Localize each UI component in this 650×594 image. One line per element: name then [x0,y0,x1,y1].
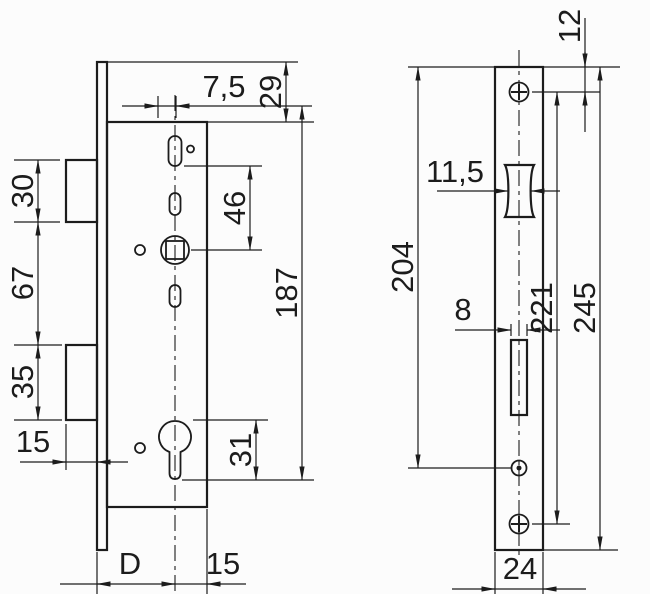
spindle-hole-front [510,459,528,477]
dim-case-height: 187 [269,267,304,319]
dim-plate-top-to-case: 29 [253,75,288,109]
dim-latch-to-bolt: 67 [5,266,40,300]
screw-bottom-cross-icon [511,516,527,532]
follower-circle [160,235,190,265]
upper-oval-hole [168,192,182,216]
dim-top-to-screw: 12 [552,9,587,43]
dim-plate-width: 24 [503,551,537,586]
dim-slot-to-follower: 46 [217,191,252,225]
lock-case-body [105,120,209,509]
latch-bolt [64,158,99,224]
dim-cylinder-cutout: 31 [223,433,258,467]
dim-latch-height: 30 [5,174,40,208]
faceplate-side [95,60,109,552]
pin-hole [186,144,195,154]
screw-top-cross-icon [511,84,527,100]
follower-square-spindle [165,240,185,260]
screw-top [508,81,530,103]
dim-backset: D [119,546,141,581]
latch-cutout [503,163,536,219]
dim-follower-to-back: 15 [206,546,240,581]
screw-bottom [508,513,530,535]
dim-screw-distance: 221 [524,282,559,334]
dim-top-to-hole: 204 [385,241,420,293]
dim-bolt-throw: 15 [16,424,50,459]
right-view-faceplate [493,50,545,560]
lower-oval-hole [168,284,182,308]
fixing-hole-upper [134,244,146,256]
euro-cylinder-hole [158,420,192,480]
bolt-cutout [509,338,529,417]
dimension-labels: 7,5 15 D 15 30 67 35 29 187 46 31 11,5 8… [5,9,602,586]
dim-slot-offset: 7,5 [202,69,245,104]
spindle-hole-center-mark [516,465,522,471]
dimension-lines [35,52,603,592]
fixing-hole-lower [134,442,146,454]
dim-plate-height: 245 [567,282,602,334]
top-slot-hole [167,135,183,167]
dim-bolt-height: 35 [5,365,40,399]
dead-bolt [64,343,99,422]
left-view-lock-case [64,60,209,592]
dim-latch-cutout-width: 11,5 [426,154,484,189]
faceplate-front [493,65,545,552]
dim-bolt-cutout-width: 8 [454,292,471,327]
